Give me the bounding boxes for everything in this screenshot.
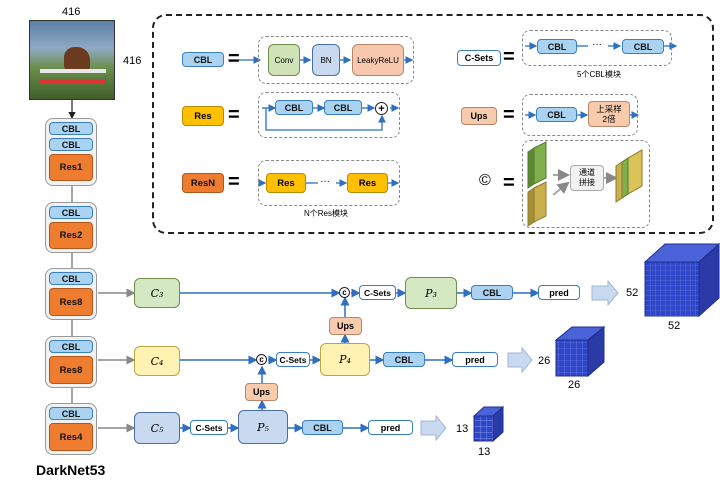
out52-left-label: 52 bbox=[626, 287, 639, 299]
cbl-group bbox=[258, 36, 414, 84]
resn-res: Res bbox=[347, 173, 388, 193]
backbone-res: Res8 bbox=[49, 288, 93, 316]
input-image bbox=[29, 20, 115, 100]
csets-box: C-Sets bbox=[359, 285, 396, 300]
jump-bar-lower bbox=[40, 79, 106, 83]
input-size-top: 416 bbox=[62, 6, 81, 18]
csets-group bbox=[522, 30, 672, 66]
p3-box: P₃ bbox=[405, 277, 457, 309]
ups-box: Ups bbox=[245, 383, 278, 401]
backbone-res: Res2 bbox=[49, 222, 93, 249]
legend-resn-label: ResN bbox=[182, 173, 224, 193]
resn-group bbox=[258, 160, 400, 206]
legend-csets-label: C-Sets bbox=[457, 50, 501, 66]
legend-ups-label: Ups bbox=[461, 107, 497, 125]
backbone-res: Res8 bbox=[49, 356, 93, 384]
add-node: + bbox=[375, 102, 388, 115]
out13-left-label: 13 bbox=[456, 423, 469, 435]
out13-bottom-label: 13 bbox=[478, 446, 491, 458]
head-cbl: CBL bbox=[302, 420, 343, 435]
backbone-title: DarkNet53 bbox=[36, 462, 106, 478]
res-cbl: CBL bbox=[275, 100, 313, 115]
c4-box: C₄ bbox=[134, 346, 180, 376]
backbone-res: Res4 bbox=[49, 423, 93, 451]
head-cbl: CBL bbox=[471, 285, 513, 300]
legend-panel bbox=[152, 14, 714, 234]
concat-node: c bbox=[339, 287, 350, 298]
concat-node: c bbox=[256, 354, 267, 365]
legend-cbl-label: CBL bbox=[182, 52, 224, 67]
csets-dots: ··· bbox=[592, 39, 602, 50]
ups-cbl: CBL bbox=[536, 107, 577, 122]
pred-box: pred bbox=[368, 420, 413, 435]
csets-cbl: CBL bbox=[622, 39, 664, 54]
concat-box: 通道 拼接 bbox=[570, 165, 604, 191]
horse-shape bbox=[64, 47, 90, 73]
res-cbl: CBL bbox=[324, 100, 362, 115]
input-size-right: 416 bbox=[123, 55, 142, 67]
equals-sign: = bbox=[228, 104, 240, 126]
equals-sign: = bbox=[503, 46, 515, 68]
out26-left-label: 26 bbox=[538, 355, 551, 367]
upsample-box: 上采样 2倍 bbox=[588, 101, 630, 127]
out26-bottom-label: 26 bbox=[568, 379, 581, 391]
backbone-cbl: CBL bbox=[49, 407, 93, 420]
p5-box: P₅ bbox=[238, 410, 288, 444]
out52-bottom-label: 52 bbox=[668, 320, 681, 332]
leaky-relu-box: LeakyReLU bbox=[352, 44, 404, 76]
bn-box: BN bbox=[312, 44, 340, 76]
res-group bbox=[258, 92, 400, 138]
ups-group bbox=[522, 94, 638, 136]
csets-box: C-Sets bbox=[190, 420, 228, 435]
resn-res: Res bbox=[266, 173, 306, 193]
legend-res-label: Res bbox=[182, 106, 224, 126]
jump-bar bbox=[40, 69, 106, 73]
backbone-cbl: CBL bbox=[49, 122, 93, 135]
equals-sign: = bbox=[503, 172, 515, 194]
concat-group bbox=[522, 140, 650, 228]
resn-dots: ··· bbox=[320, 176, 330, 187]
resn-caption: N个Res模块 bbox=[304, 209, 349, 218]
backbone-cbl: CBL bbox=[49, 206, 93, 219]
pred-box: pred bbox=[538, 285, 580, 300]
equals-sign: = bbox=[228, 48, 240, 70]
ups-box: Ups bbox=[329, 317, 362, 335]
csets-box: C-Sets bbox=[276, 352, 310, 367]
csets-caption: 5个CBL模块 bbox=[577, 70, 622, 79]
equals-sign: = bbox=[228, 171, 240, 193]
p4-box: P₄ bbox=[320, 343, 370, 376]
backbone-res: Res1 bbox=[49, 154, 93, 181]
pred-box: pred bbox=[452, 352, 498, 367]
backbone-cbl: CBL bbox=[49, 340, 93, 353]
backbone-cbl: CBL bbox=[49, 272, 93, 285]
concat-symbol: © bbox=[479, 172, 491, 189]
conv-box: Conv bbox=[268, 44, 300, 76]
backbone-cbl: CBL bbox=[49, 138, 93, 151]
c5-box: C₅ bbox=[134, 412, 180, 444]
csets-cbl: CBL bbox=[537, 39, 577, 54]
equals-sign: = bbox=[503, 104, 515, 126]
head-cbl: CBL bbox=[383, 352, 425, 367]
c3-box: C₃ bbox=[134, 278, 180, 308]
